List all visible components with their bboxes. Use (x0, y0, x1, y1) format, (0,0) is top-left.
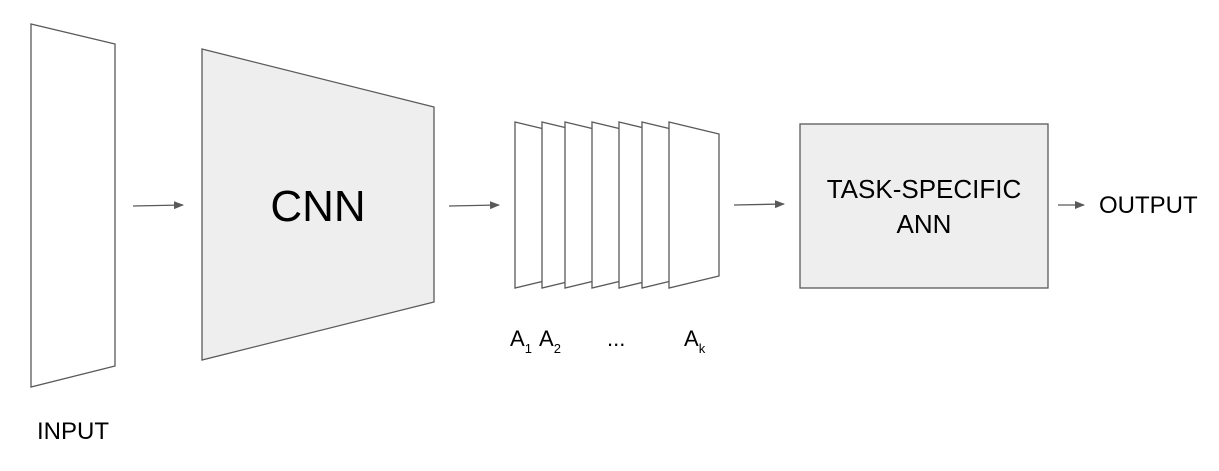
ann-label-line1: TASK-SPECIFIC (827, 174, 1022, 204)
feature-map (668, 121, 720, 289)
feature-map-label-a2: A2 (539, 326, 561, 356)
ann-label-line2: ANN (897, 209, 952, 239)
output-label: OUTPUT (1099, 192, 1198, 219)
task-specific-ann-block (799, 123, 1049, 289)
arrow-input-to-cnn (132, 201, 184, 210)
input-block (30, 23, 116, 388)
feature-map-stack (514, 121, 720, 289)
feature-map-label-ak: Ak (684, 326, 706, 356)
feature-map-label-a1: A1 (510, 326, 532, 356)
cnn-label: CNN (270, 182, 365, 231)
cnn-block (201, 48, 435, 361)
arrow-feature-maps-to-ann (733, 200, 785, 209)
arrow-cnn-to-feature-maps (448, 201, 500, 210)
feature-map-ellipsis: ... (607, 326, 625, 351)
input-label: INPUT (37, 418, 109, 445)
